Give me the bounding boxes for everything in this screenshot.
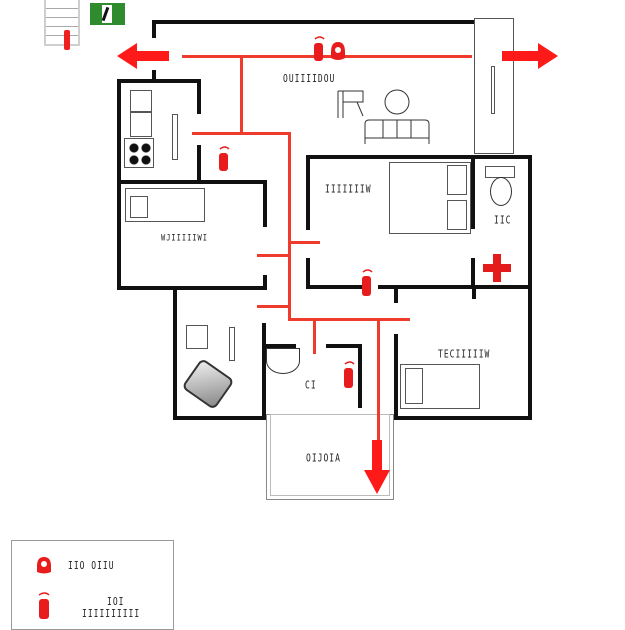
- wall: [173, 286, 177, 420]
- fire-extinguisher-icon: [314, 36, 325, 61]
- evacuation-route: [377, 318, 380, 442]
- wall: [263, 180, 267, 227]
- fire-extinguisher-icon: [219, 146, 230, 171]
- closet-door: [491, 66, 495, 114]
- pillow: [447, 165, 467, 195]
- room-label-bedroom-1: WJIIIIIWI: [161, 232, 208, 244]
- fire-alarm-icon: [331, 42, 345, 60]
- wall: [471, 159, 475, 229]
- wall: [306, 155, 310, 230]
- stairs-icon: [44, 0, 80, 46]
- wall: [263, 275, 267, 290]
- wall: [394, 416, 532, 420]
- living-furniture-icon: [337, 89, 430, 144]
- wall: [471, 258, 475, 286]
- pillow: [405, 368, 423, 404]
- legend-fire-alarm-icon: [37, 557, 51, 574]
- pillow: [130, 196, 148, 218]
- wall: [173, 416, 266, 420]
- evacuation-route: [288, 132, 291, 320]
- wall: [197, 79, 201, 114]
- evacuation-route: [240, 55, 243, 133]
- exit-arrow-down-icon: [364, 440, 390, 494]
- wall: [262, 323, 266, 420]
- fire-extinguisher-icon: [344, 361, 355, 388]
- evacuation-route: [313, 318, 316, 354]
- exit-arrow-left-icon: [117, 43, 169, 69]
- wall: [528, 155, 532, 420]
- legend-label-alarm: IIO OIIU: [68, 559, 115, 572]
- room-label-bathroom-1: IIC: [494, 214, 512, 227]
- room-label-bedroom-2: IIIIIIIW: [325, 183, 372, 196]
- stove-icon: [124, 138, 154, 168]
- legend-label-extinguisher-2: IIIIIIIIII: [82, 607, 141, 620]
- wall: [378, 285, 532, 289]
- exit-sign-icon: [90, 3, 125, 25]
- wall: [266, 344, 296, 348]
- toilet-icon: [490, 177, 512, 206]
- kitchen-sink: [172, 114, 178, 160]
- stairs-marker-icon: [64, 30, 70, 50]
- pillow: [447, 200, 467, 230]
- kitchen-counter: [130, 90, 152, 112]
- room-label-balcony: OIJOIA: [306, 452, 341, 465]
- evacuation-route: [182, 55, 472, 58]
- kitchen-counter: [130, 112, 152, 137]
- wall: [117, 79, 201, 83]
- fire-extinguisher-icon: [362, 269, 373, 296]
- wall: [394, 334, 398, 420]
- wall: [358, 344, 362, 408]
- evacuation-route: [288, 318, 410, 321]
- wall: [306, 258, 310, 288]
- wall: [326, 344, 362, 348]
- wall: [117, 180, 267, 184]
- wall: [394, 289, 398, 303]
- wall: [306, 155, 532, 159]
- wall: [152, 20, 156, 38]
- evacuation-route: [257, 305, 289, 308]
- bed: [389, 162, 471, 234]
- sink-icon: [266, 348, 300, 374]
- evacuation-route: [288, 241, 320, 244]
- balcony-rail: [270, 414, 390, 496]
- legend: IIO OIIU IOI IIIIIIIIII: [11, 540, 174, 630]
- exit-arrow-right-icon: [502, 43, 558, 69]
- evacuation-route: [257, 254, 289, 257]
- first-aid-icon: [483, 254, 511, 282]
- wall: [152, 70, 156, 82]
- wall: [472, 285, 476, 299]
- wall: [152, 20, 474, 24]
- evacuation-route: [192, 132, 289, 135]
- wall: [117, 79, 121, 289]
- legend-label-extinguisher-1: IOI: [107, 595, 125, 608]
- closet: [474, 18, 514, 154]
- shelf: [229, 327, 235, 361]
- room-label-living: OUIIIIDOU: [283, 72, 336, 85]
- wall: [306, 285, 366, 289]
- legend-fire-extinguisher-icon: [38, 592, 50, 619]
- desk-item: [186, 325, 208, 349]
- wall: [197, 145, 201, 182]
- bed: [125, 188, 205, 222]
- room-label-bedroom-3: TECIIIIIW: [438, 348, 491, 361]
- bed: [400, 364, 480, 409]
- room-label-bathroom-2: CI: [305, 379, 317, 392]
- armchair-icon: [181, 357, 235, 411]
- wall: [117, 286, 267, 290]
